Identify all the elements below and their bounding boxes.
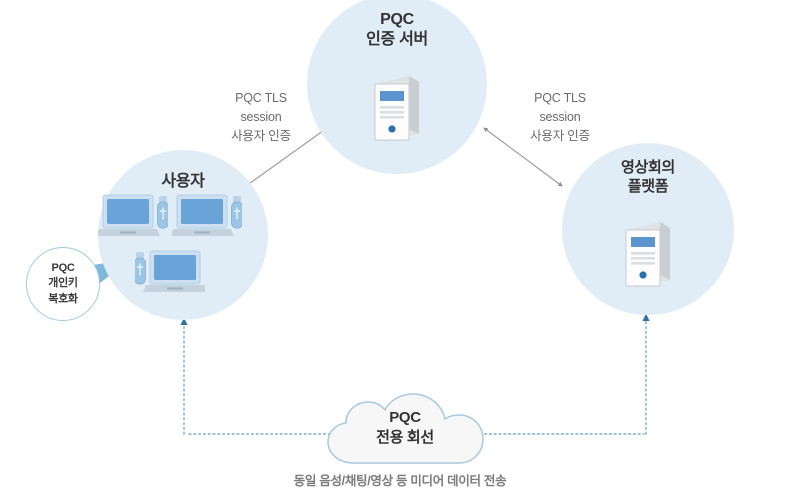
node-auth-server[interactable]: PQC 인증 서버 xyxy=(307,0,487,174)
laptop-with-usb-key-icon[interactable] xyxy=(98,192,168,244)
laptop-icon xyxy=(143,250,205,292)
server-tower-icon xyxy=(625,222,670,288)
bottom-caption: 동일 음성/채팅/영상 등 미디어 데이터 전송 xyxy=(293,474,507,488)
laptop-icon xyxy=(172,194,234,236)
usb-key-icon xyxy=(157,196,168,229)
laptop-icon xyxy=(98,194,160,236)
laptop-with-usb-key-icon[interactable] xyxy=(172,192,242,244)
edge-label-platform-to-auth-server: PQC TLS session 사용자 인증 xyxy=(530,91,590,143)
cloud-label: PQC 전용 회선 xyxy=(376,409,434,446)
edge-platform-to-auth-server xyxy=(483,127,563,187)
laptop-with-usb-key-icon[interactable] xyxy=(135,248,205,300)
edge-user-to-auth-server xyxy=(245,127,328,187)
node-auth-server-label: PQC 인증 서버 xyxy=(366,11,428,49)
node-platform-label: 영상회의 플랫폼 xyxy=(620,159,675,195)
node-user-label: 사용자 xyxy=(161,173,205,190)
edge-label-user-to-auth-server: PQC TLS session 사용자 인증 xyxy=(231,91,291,143)
callout-private-key-decrypt[interactable]: PQC 개인키 복호화 xyxy=(26,247,100,321)
usb-key-icon xyxy=(135,252,146,285)
usb-key-icon xyxy=(231,196,242,229)
cloud-pqc-dedicated-line[interactable] xyxy=(322,393,488,475)
server-tower-icon xyxy=(374,76,419,142)
callout-private-key-label: PQC 개인키 복호화 xyxy=(48,261,78,305)
